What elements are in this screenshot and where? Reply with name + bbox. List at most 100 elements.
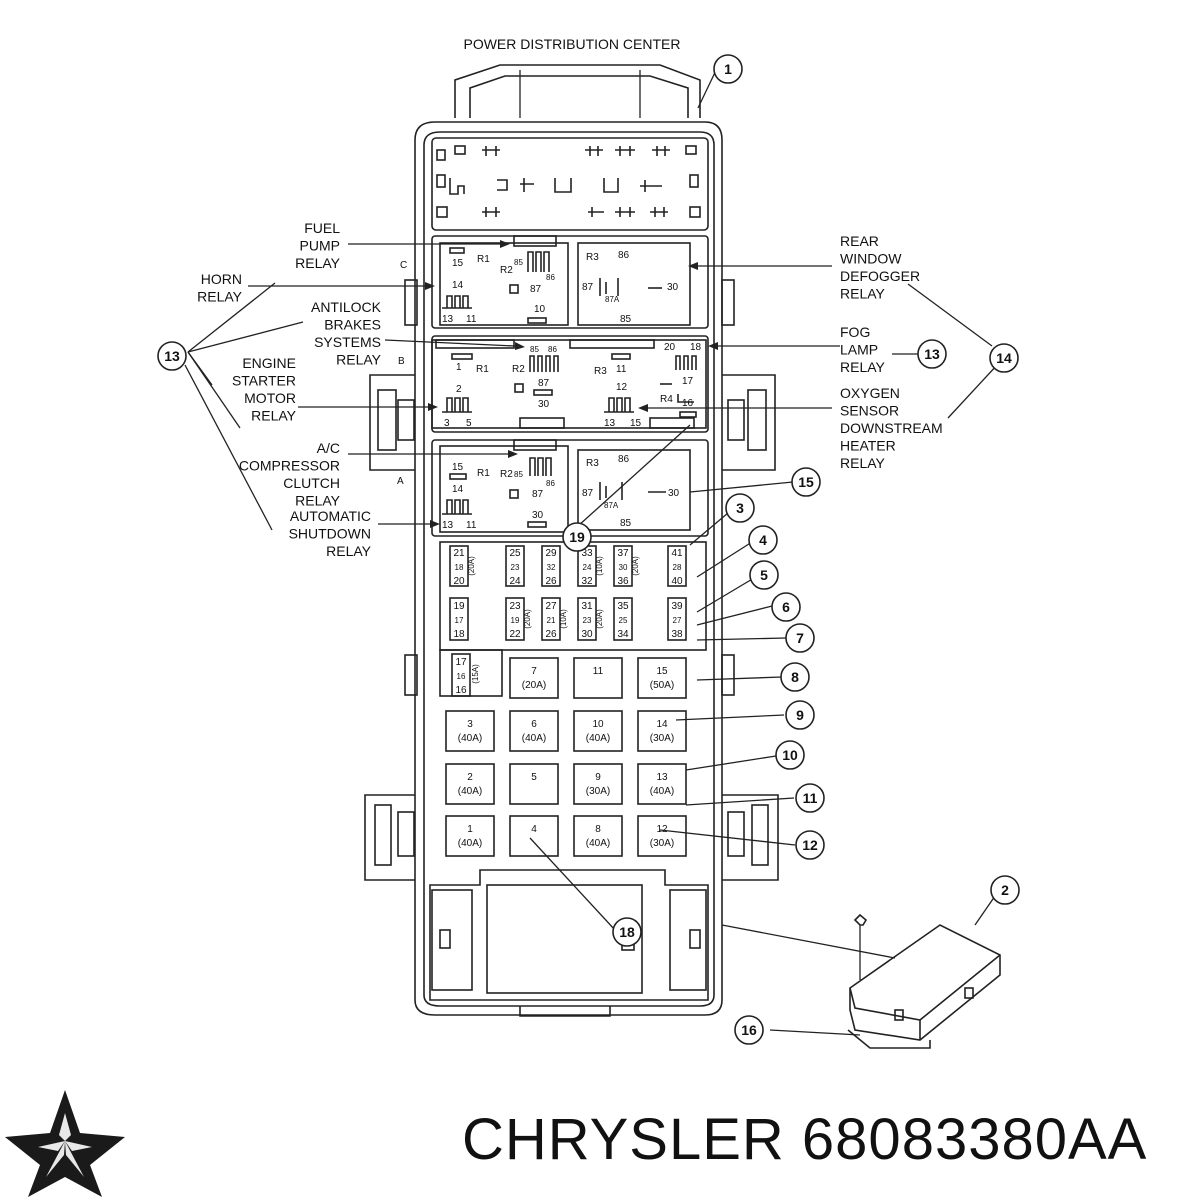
callout-number: 5 [760,567,768,583]
callout-15: 15 [791,467,821,497]
label-line: RELAY [840,286,886,302]
fuse-number: 19 [453,601,465,612]
fuse-terminal: 17 [455,616,464,625]
svg-text:2: 2 [456,384,462,395]
callout-number: 2 [1001,882,1009,898]
callout-2: 2 [990,875,1020,905]
fuse-number: 3 [467,719,473,730]
fuse-terminal: 34 [617,629,629,640]
svg-text:11: 11 [616,364,627,375]
fuse-terminal: 19 [511,616,520,625]
svg-text:86: 86 [546,273,555,282]
callout-13: 13 [917,339,947,369]
label-line: RELAY [295,255,341,271]
callout-number: 1 [724,61,732,77]
svg-text:12: 12 [616,382,628,393]
fuse-number: 35 [617,601,629,612]
callout-number: 9 [796,707,804,723]
diagram-title: POWER DISTRIBUTION CENTER [463,36,680,52]
fuse-number: 11 [593,666,604,677]
svg-text:15: 15 [630,418,642,429]
fuse-rating: (50A) [650,680,674,691]
fuse-number: 15 [656,666,668,677]
maxi-fuse: 3(40A) [445,710,495,752]
svg-text:85: 85 [620,314,632,325]
svg-text:R2: R2 [500,469,513,480]
fuse-number: 14 [656,719,668,730]
fuse-rating: (30A) [650,838,674,849]
fuse-number: 6 [531,719,537,730]
svg-text:85: 85 [514,470,523,479]
relay-block-a: A 15 R1 14 13 11 R2 85 86 87 30 R3 86 87… [397,439,709,537]
maxi-fuse: 6(40A) [509,710,559,752]
svg-text:86: 86 [618,454,630,465]
callout-4: 4 [748,525,778,555]
label-line: RELAY [295,493,341,509]
svg-text:87: 87 [532,489,544,500]
label-line: BRAKES [324,317,381,333]
fuse-number: 41 [671,548,683,559]
svg-text:13: 13 [442,520,454,531]
fuse-rating: (40A) [586,733,610,744]
fuse-terminal: 38 [671,629,683,640]
callout-number: 15 [798,474,814,490]
callout-18: 18 [612,917,642,947]
label-line: RELAY [197,289,243,305]
fuse-rating: (30A) [586,786,610,797]
fuse-rating: (10A) [595,556,604,576]
callout-13: 13 [157,341,187,371]
svg-text:11: 11 [466,520,477,531]
fuse-terminal: 24 [583,563,592,572]
svg-text:87: 87 [530,284,542,295]
label-line: ANTILOCK [311,299,382,315]
fuse-terminal: 23 [511,563,520,572]
svg-text:R1: R1 [477,468,490,479]
fuse-terminal: 16 [457,672,466,681]
callout-11: 11 [795,783,825,813]
label-line: HEATER [840,438,896,454]
maxi-fuse: 8(40A) [573,815,623,857]
callout-3: 3 [725,493,755,523]
fuse-rating: (20A) [467,556,476,576]
top-terminal-row [436,145,701,218]
fuse-terminal: 21 [547,616,556,625]
svg-text:17: 17 [682,376,694,387]
callout-9: 9 [785,700,815,730]
mini-fuse-area: 211820(20A)252324293226332432(10A)373036… [439,541,707,697]
fuse-number: 21 [453,548,465,559]
fuse-rating: (30A) [650,733,674,744]
svg-text:13: 13 [442,314,454,325]
fuse-rating: (15A) [471,664,480,684]
label-line: RELAY [251,408,297,424]
label-line: OXYGEN [840,385,900,401]
fuse-terminal: 26 [545,629,557,640]
svg-text:86: 86 [618,250,630,261]
svg-text:3: 3 [444,418,450,429]
pdc-housing [364,64,779,1017]
svg-text:30: 30 [667,282,679,293]
row-letter-a: A [397,476,404,487]
svg-text:87A: 87A [604,501,619,510]
fuse-terminal: 32 [547,563,556,572]
svg-text:87A: 87A [605,295,620,304]
svg-text:R1: R1 [477,254,490,265]
svg-text:10: 10 [534,304,546,315]
label-line: A/C [317,440,340,456]
label-line: ENGINE [242,355,296,371]
callout-14: 14 [989,343,1019,373]
fuse-number: 8 [595,824,601,835]
part-number-caption: CHRYSLER 68083380AA [462,1107,1148,1172]
callout-number: 11 [803,790,818,806]
row-letter-c: C [400,260,407,271]
svg-text:87: 87 [582,488,594,499]
callout-number: 10 [782,747,798,763]
label-line: FUEL [304,220,340,236]
